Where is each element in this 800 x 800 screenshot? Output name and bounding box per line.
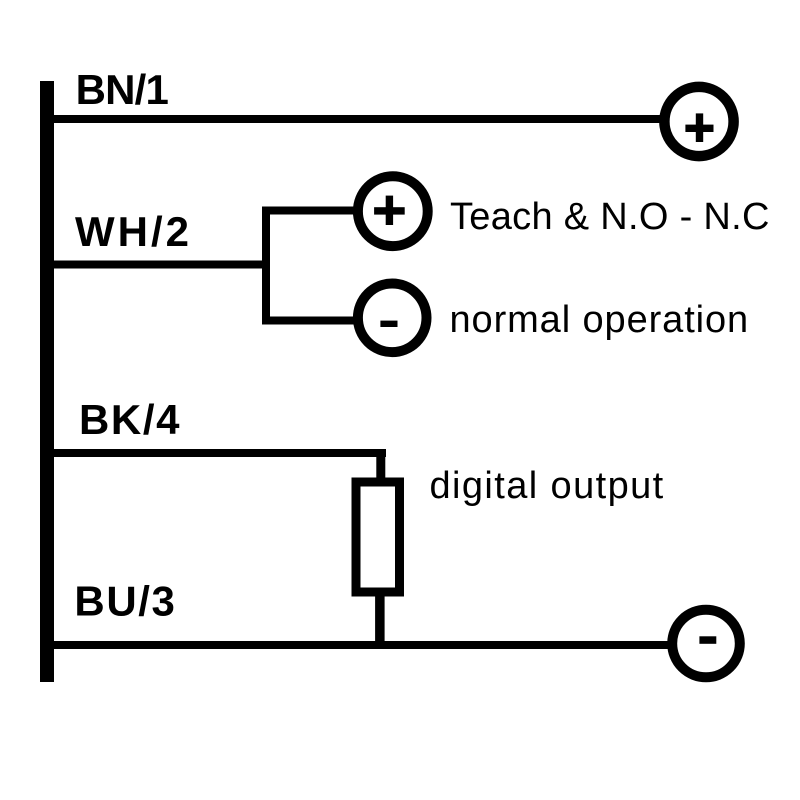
svg-text:BU/3: BU/3 [74,578,176,625]
svg-text:normal operation: normal operation [450,299,750,341]
svg-text:BK/4: BK/4 [79,396,181,443]
svg-text:digital output: digital output [430,465,665,507]
svg-text:Teach & N.O - N.C: Teach & N.O - N.C [450,196,770,238]
svg-text:WH/2: WH/2 [75,208,192,255]
svg-text:BN/1: BN/1 [76,66,169,113]
